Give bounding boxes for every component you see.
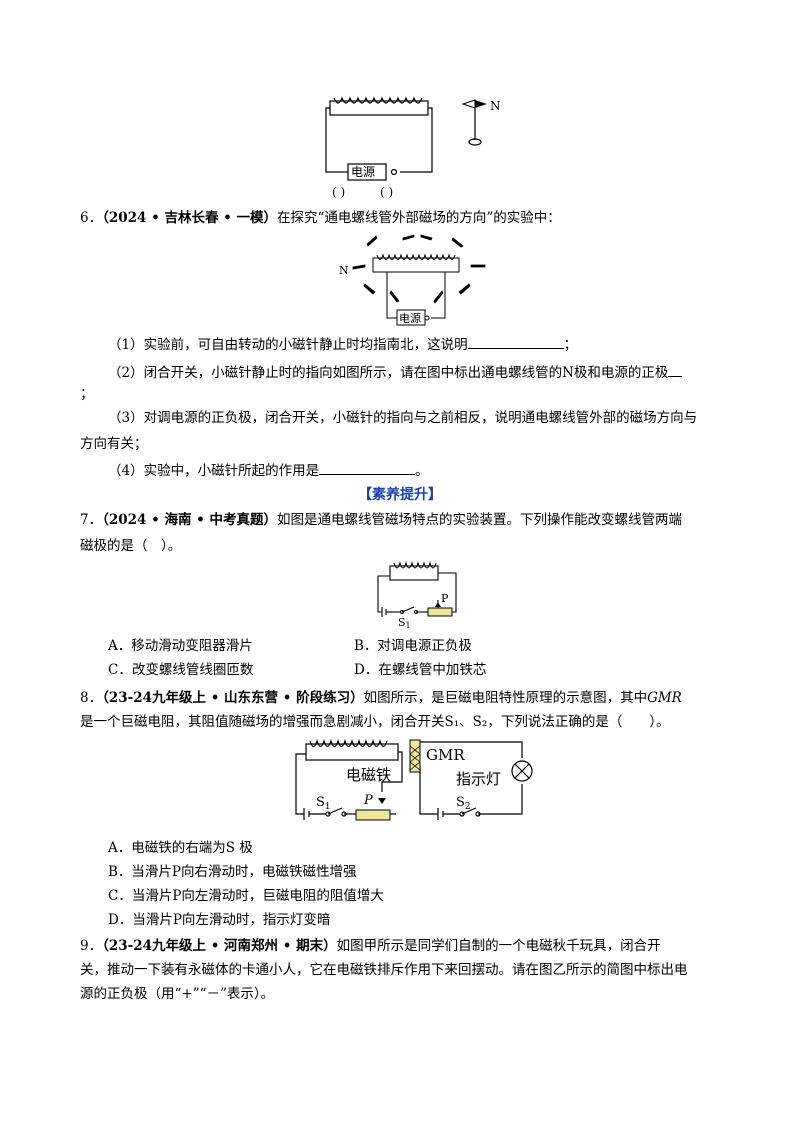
- q6-sub1-blank[interactable]: [467, 334, 564, 349]
- q7-option-b[interactable]: B．对调电源正负极: [354, 638, 472, 654]
- figure-q8-gmr-circuit: GMR 电磁铁 指示灯 S1 S2 P: [295, 739, 533, 821]
- q6-sub3-a: （3）对调电源的正负极，闭合开关，小磁针的指向与之前相反，说明通电螺线管外部的磁…: [108, 410, 698, 426]
- q9-stem-a: 如图甲所示是同学们自制的一个电磁秋千玩具，闭合开: [336, 938, 661, 954]
- q6-source: （2024 • 吉林长春 • 一模）: [102, 210, 277, 226]
- q6-number: 6．: [80, 210, 103, 226]
- q6-sub2: （2）闭合开关，小磁针静止时的指向如图所示，请在图中标出通电螺线管的N极和电源的…: [108, 362, 683, 383]
- q8-number: 8．: [80, 690, 103, 706]
- q7-stem-a: 如图是通电螺线管磁场特点的实验装置。下列操作能改变螺线管两端: [276, 512, 682, 528]
- figure-q7-circuit: P S1: [377, 561, 457, 630]
- q8-fig-s1: S1: [316, 795, 331, 812]
- q8-option-a[interactable]: A．电磁铁的右端为S 极: [108, 840, 253, 856]
- section-title: 【素养提升】: [358, 487, 442, 503]
- q6-stem: 在探究“通电螺线管外部磁场的方向”的实验中：: [276, 210, 561, 226]
- q9-stem-line: 9．（23-24九年级上 • 河南郑州 • 期末）如图甲所示是同学们自制的一个电…: [80, 936, 661, 956]
- q9-stem-b: 关，推动一下装有永磁体的卡通小人，它在电磁铁排斥作用下来回摆动。请在图乙所示的简…: [80, 962, 688, 978]
- q6-fig-n-label: N: [339, 264, 349, 277]
- compass-n-label: N: [490, 99, 501, 113]
- q7-option-c[interactable]: C．改变螺线管线圈匝数: [108, 662, 254, 678]
- q8-option-d[interactable]: D．当滑片P向左滑动时，指示灯变暗: [108, 912, 331, 928]
- q7-stem-b: 磁极的是（ ）。: [80, 538, 182, 554]
- q8-stem-b: 是一个巨磁电阻，其阻值随磁场的增强而急剧减小，闭合开关S₁、S₂，下列说法正确的…: [80, 714, 670, 730]
- q6-stem-line: 6．（2024 • 吉林长春 • 一模）在探究“通电螺线管外部磁场的方向”的实验…: [80, 208, 561, 228]
- q9-stem-c: 源的正负极（用“+”“－”表示）。: [80, 986, 275, 1002]
- q6-sub2-blank[interactable]: [668, 362, 683, 377]
- q8-option-c[interactable]: C．当滑片P向左滑动时，巨磁电阻的阻值增大: [108, 888, 384, 904]
- q6-sub4: （4）实验中，小磁针所起的作用是。: [108, 460, 429, 481]
- q7-fig-p: P: [441, 592, 449, 605]
- bracket-left: ( ): [332, 185, 345, 199]
- q6-sub4-blank[interactable]: [319, 460, 416, 475]
- q7-option-d[interactable]: D．在螺线管中加铁芯: [354, 662, 487, 678]
- q7-stem-line: 7．（2024 • 海南 • 中考真题）如图是通电螺线管磁场特点的实验装置。下列…: [80, 510, 682, 530]
- q9-number: 9．: [80, 938, 103, 954]
- q8-source: （23-24九年级上 • 山东东营 • 阶段练习）: [102, 690, 364, 706]
- q7-source: （2024 • 海南 • 中考真题）: [102, 512, 277, 528]
- figure-solenoid-compass: 电源 N ( ) ( ): [325, 96, 501, 199]
- q7-fig-s: S1: [398, 616, 411, 630]
- q8-stem-line: 8．（23-24九年级上 • 山东东营 • 阶段练习）如图所示，是巨磁电阻特性原…: [80, 688, 682, 708]
- q8-fig-electromagnet: 电磁铁: [346, 766, 391, 784]
- q8-fig-p: P: [363, 793, 373, 808]
- q8-stem-a1: 如图所示，是巨磁电阻特性原理的示意图，其中: [363, 690, 648, 706]
- power-label: 电源: [351, 165, 375, 179]
- q9-source: （23-24九年级上 • 河南郑州 • 期末）: [102, 938, 337, 954]
- q7-number: 7．: [80, 512, 103, 528]
- q8-fig-gmr: GMR: [426, 746, 465, 764]
- q8-stem-gmr: GMR: [647, 690, 682, 706]
- q8-fig-s2: S2: [456, 795, 471, 812]
- q6-fig-power-label: 电源: [399, 311, 421, 325]
- bracket-right: ( ): [380, 185, 393, 199]
- q7-option-a[interactable]: A．移动滑动变阻器滑片: [108, 638, 253, 654]
- q8-fig-lamp: 指示灯: [456, 770, 501, 788]
- q6-sub3-b: 方向有关；: [80, 436, 148, 452]
- q6-sub2-cont: ；: [80, 386, 94, 402]
- q8-option-b[interactable]: B．当滑片P向右滑动时，电磁铁磁性增强: [108, 864, 357, 880]
- figure-q6-solenoid-field: N 电源: [339, 234, 486, 326]
- q6-sub1: （1）实验前，可自由转动的小磁针静止时均指南北，这说明；: [108, 334, 577, 355]
